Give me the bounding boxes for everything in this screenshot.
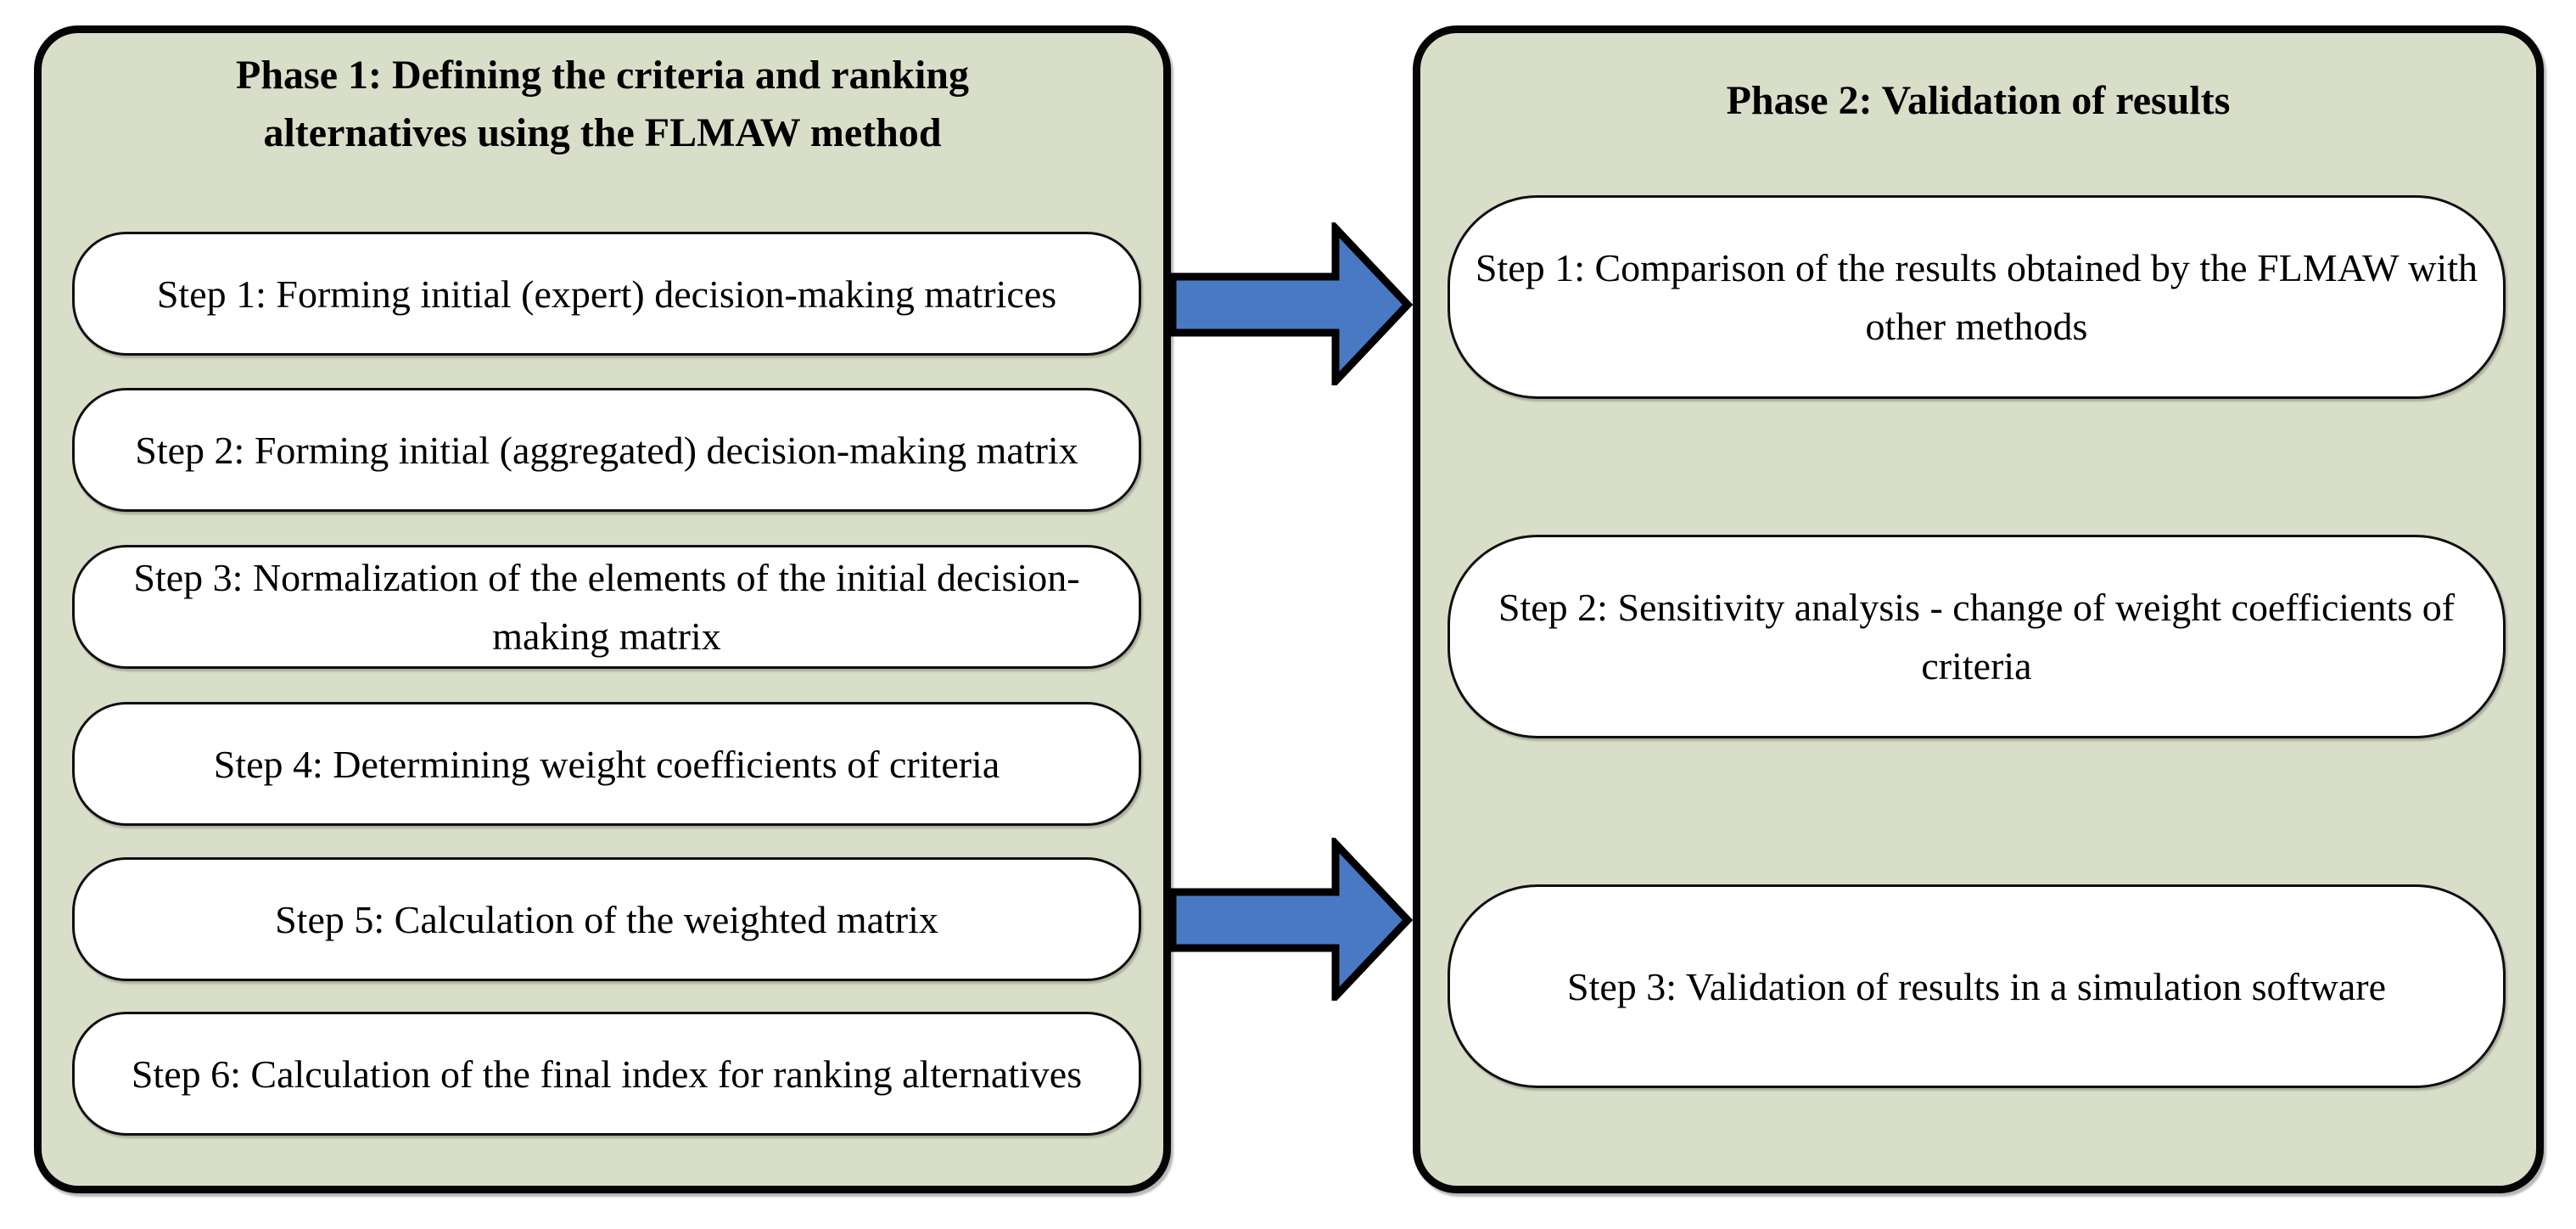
phase1-step-5-box: Step 5: Calculation of the weighted matr… [72, 857, 1141, 981]
phase1-step-3-box: Step 3: Normalization of the elements of… [72, 545, 1141, 669]
right-block-arrow-shape [1168, 222, 1413, 385]
phase1-step-4-label: Step 4: Determining weight coefficients … [213, 742, 1000, 786]
phase1-panel: Phase 1: Defining the criteria and ranki… [34, 25, 1171, 1193]
phase2-step-1-box: Step 1: Comparison of the results obtain… [1448, 195, 2506, 399]
phase2-step-2-label: Step 2: Sensitivity analysis - change of… [1498, 586, 2456, 687]
phase2-step-1-label: Step 1: Comparison of the results obtain… [1475, 246, 2478, 348]
right-block-arrow-icon [1168, 222, 1413, 385]
phase1-step-5-label: Step 5: Calculation of the weighted matr… [275, 897, 938, 941]
phase1-step-4-box: Step 4: Determining weight coefficients … [72, 702, 1141, 826]
phase1-step-6-box: Step 6: Calculation of the final index f… [72, 1012, 1141, 1136]
phase2-step-3-label: Step 3: Validation of results in a simul… [1566, 964, 2386, 1008]
phase2-title: Phase 2: Validation of results [1726, 78, 2231, 123]
phase2-step-3-box: Step 3: Validation of results in a simul… [1448, 884, 2506, 1088]
phase1-step-1-box: Step 1: Forming initial (expert) decisio… [72, 232, 1141, 356]
right-block-arrow-icon [1168, 838, 1413, 1001]
phase2-panel: Phase 2: Validation of results Step 1: C… [1413, 25, 2544, 1193]
phase1-step-2-box: Step 2: Forming initial (aggregated) dec… [72, 388, 1141, 512]
phase1-step-2-label: Step 2: Forming initial (aggregated) dec… [135, 428, 1078, 472]
phase1-step-6-label: Step 6: Calculation of the final index f… [131, 1052, 1083, 1096]
phase1-step-1-label: Step 1: Forming initial (expert) decisio… [156, 272, 1057, 316]
right-block-arrow-shape [1168, 838, 1413, 1001]
phase1-step-3-label: Step 3: Normalization of the elements of… [133, 556, 1080, 658]
phase2-step-2-box: Step 2: Sensitivity analysis - change of… [1448, 535, 2506, 738]
phase1-title: Phase 1: Defining the criteria and ranki… [236, 53, 969, 156]
